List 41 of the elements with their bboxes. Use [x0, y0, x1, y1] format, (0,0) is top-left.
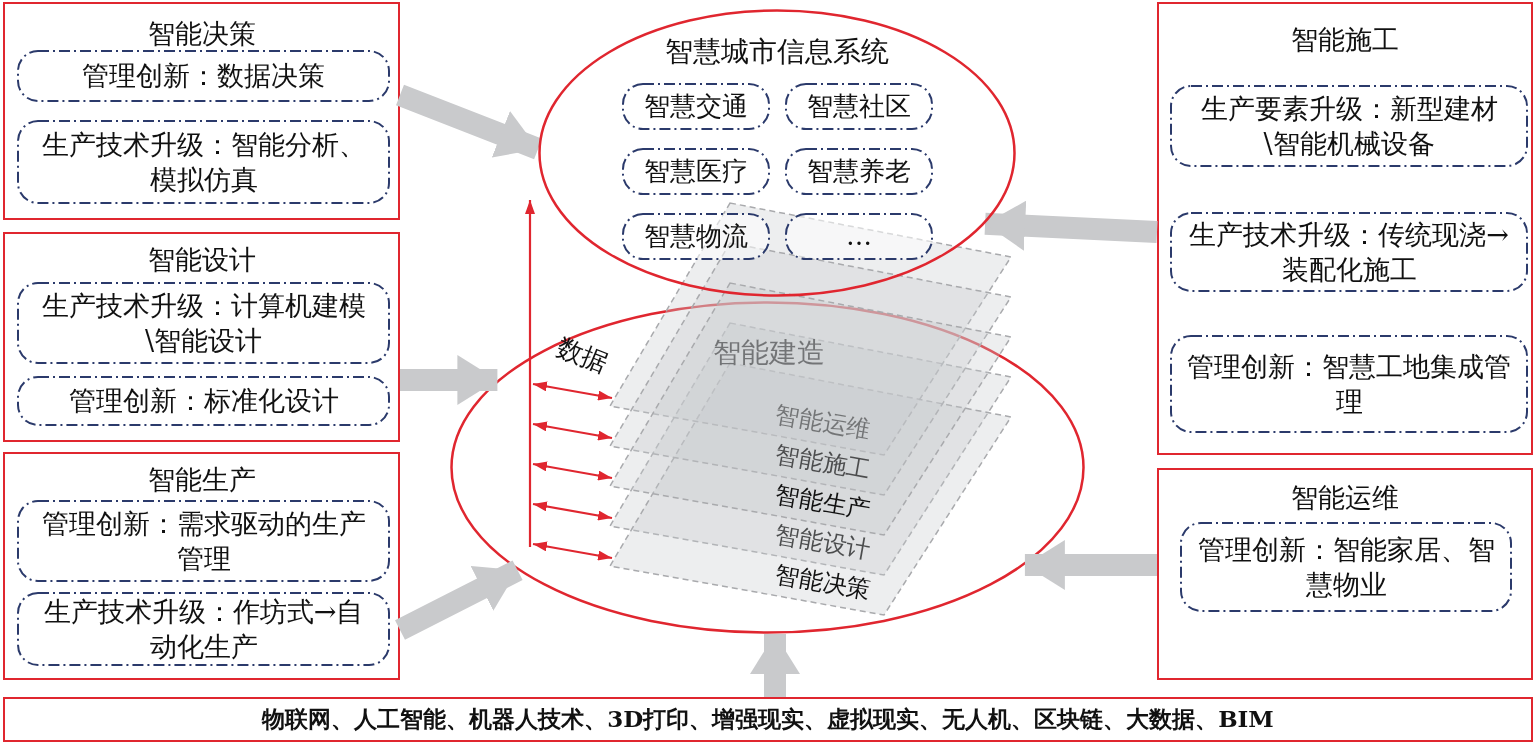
double-arrow — [532, 421, 613, 441]
rounded-box: 管理创新：需求驱动的生产管理 — [17, 500, 390, 582]
rounded-box: 智慧养老 — [785, 148, 933, 195]
rounded-box: 管理创新：数据决策 — [17, 50, 390, 102]
double-arrow — [532, 381, 613, 401]
block-arrow — [1024, 540, 1157, 590]
block-arrow — [750, 634, 800, 697]
panel-title: 智能设计 — [146, 243, 257, 277]
panel-title: 智能施工 — [1290, 23, 1400, 57]
panel — [3, 452, 400, 680]
block-arrow — [984, 200, 1158, 251]
rounded-box: 管理创新：智能家居、智慧物业 — [1180, 522, 1512, 612]
rounded-box: 生产要素升级：新型建材\智能机械设备 — [1170, 85, 1528, 167]
arrow — [525, 200, 535, 547]
panel-title: 智能生产 — [146, 463, 257, 497]
panel-title: 智能决策 — [146, 17, 257, 51]
rounded-box: 管理创新：智慧工地集成管理 — [1170, 335, 1528, 433]
rounded-box: 智慧物流 — [622, 213, 770, 260]
ellipse-title: 智慧城市信息系统 — [664, 34, 890, 70]
double-arrow — [532, 501, 613, 521]
technology-bar: 物联网、人工智能、机器人技术、3D打印、增强现实、虚拟现实、无人机、区块链、大数据、BIM — [3, 697, 1533, 742]
layer-title: 智能建造 — [713, 335, 825, 371]
edge-label: 数据 — [551, 330, 613, 381]
rounded-box: 生产技术升级：传统现浇→装配化施工 — [1170, 212, 1528, 292]
rounded-box: 生产技术升级：作坊式→自动化生产 — [17, 592, 390, 666]
block-arrow — [400, 355, 498, 405]
block-arrow — [395, 560, 523, 640]
double-arrow — [532, 541, 613, 561]
panel-title: 智能运维 — [1290, 481, 1400, 515]
panel — [1157, 2, 1533, 455]
panel — [3, 232, 400, 442]
rounded-box: 管理创新：标准化设计 — [17, 376, 390, 426]
rounded-box: 生产技术升级：智能分析、模拟仿真 — [17, 120, 390, 204]
double-arrow — [532, 461, 613, 481]
rounded-box: 智慧交通 — [622, 83, 770, 130]
rounded-box: 生产技术升级：计算机建模\智能设计 — [17, 282, 390, 364]
rounded-box: 智慧社区 — [785, 83, 933, 130]
rounded-box: … — [785, 213, 933, 260]
rounded-box: 智慧医疗 — [622, 148, 770, 195]
panel — [1157, 468, 1533, 680]
panel — [3, 2, 400, 220]
